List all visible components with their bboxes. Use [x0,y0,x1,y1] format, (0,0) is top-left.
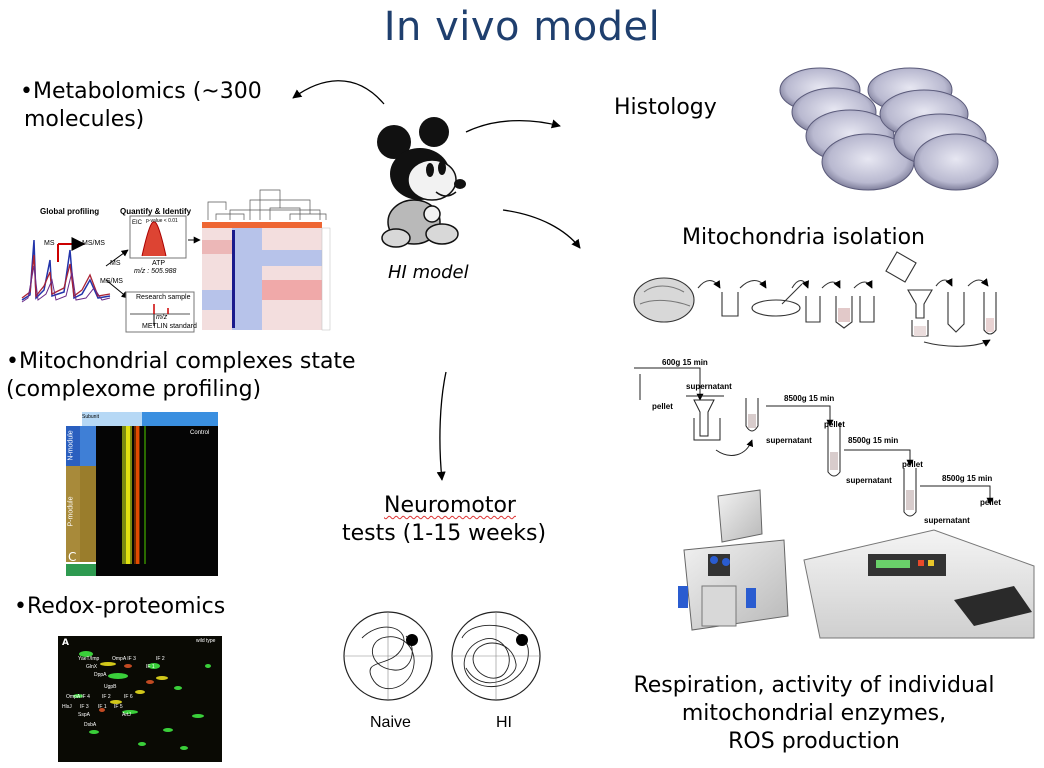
centrifuge-step-2: 8500g 15 min [784,394,835,403]
arrow-to-histology [465,119,561,133]
metabolomics-spectra-plot [21,189,331,333]
supernatant-2: supernatant [766,436,812,445]
supernatant-1: supernatant [686,382,732,391]
gel-spots [73,651,211,750]
supernatant-3: supernatant [846,476,892,485]
complexome-heatmap-figure: Subunit N-module P-module C Control [66,412,222,582]
pellet-4: pellet [980,498,1001,507]
arrow-to-metabolomics [292,80,385,105]
spot-label: IF 2 [156,656,165,662]
metabolite-heatmap [202,222,331,331]
brain-slices-image [779,67,999,191]
spot-label: HlsJ [62,704,72,710]
p-module-label: P-module [67,496,75,527]
mito-isolation-workflow [633,251,997,347]
spot-label: IF 1 [146,664,155,670]
histology-label: Histology [614,95,717,120]
spot-label: ArtJ [122,712,131,718]
neuromotor-line2: tests (1-15 weeks) [341,521,547,546]
pellet-2: pellet [824,420,845,429]
heatmap-dendrogram [207,189,327,220]
spot-label: IF 2 [102,694,111,700]
oxygraph-instrument [678,489,789,631]
centrifuge-step-3: 8500g 15 min [848,436,899,445]
spot-label: IF 1 [98,704,107,710]
maze-hi [451,611,541,701]
arrow-to-neuromotor [436,371,447,481]
hi-model-label: HI model [388,262,469,283]
wild-type-label: wild type [196,638,216,644]
respiration-line3: ROS production [728,729,900,754]
centrifuge-step-4: 8500g 15 min [942,474,993,483]
spot-label: UgpB [104,684,117,690]
spot-label: IF 3 [80,704,89,710]
lab-instruments-image [678,489,1035,639]
redox-label: •Redox-proteomics [14,594,226,619]
spot-label: SspA [78,712,90,718]
maze-label-naive: Naive [370,714,411,731]
baby-mouse-illustration [377,117,466,248]
supernatant-4: supernatant [924,516,970,525]
spot-label: GlnX [86,664,98,670]
respiration-line1: Respiration, activity of individual [633,673,995,698]
maze-label-hi: HI [496,714,512,731]
pvalue-label: p-value < 0.01 [146,218,178,224]
centrifugation-scheme [634,367,994,517]
respiration-line2: mitochondrial enzymes, [681,701,947,726]
pellet-3: pellet [902,460,923,469]
complexes-line2: (complexome profiling) [6,377,262,402]
chromatogram-traces [21,239,111,303]
mz-value-label: m/z : 505.988 [134,268,177,275]
n-module-label: N-module [67,430,75,461]
eic-label: EIC [132,220,143,226]
slide-title: In vivo model [383,4,661,50]
complexes-line1: •Mitochondrial complexes state [6,349,356,374]
gel-panel-label: A [62,638,69,648]
msms-branch-label: MS/MS [100,278,123,285]
spot-label: DsbA [84,722,97,728]
complexome-heatmap-plot [66,412,218,576]
pellet-1: pellet [652,402,673,411]
subunit-label: Subunit [82,414,99,420]
neuromotor-line1: Neuromotor [330,492,570,520]
mz-axis-label: m/z [156,314,168,321]
atp-label: ATP [152,260,166,267]
spot-label: IF 5 [114,704,123,710]
metabolomics-line2: molecules) [24,107,145,132]
spot-label: OmpA IF 3 [112,656,136,662]
c-module-label: C [68,550,77,564]
msms-peak-label: MS/MS [82,240,105,247]
neuromotor-word: Neuromotor [384,493,516,518]
mito-isolation-label: Mitochondria isolation [682,225,925,250]
centrifuge-step-1: 600g 15 min [662,358,708,367]
metlin-standard-label: METLIN standard [142,323,197,330]
global-profiling-label: Global profiling [40,207,100,216]
redox-gel-figure: A wild type YaeT/Imp OmpA IF 3 IF 2 GlnX… [58,636,222,762]
spot-label: DppA [94,672,107,678]
ms-branch-label: MS [110,260,121,267]
quantify-identify-label: Quantify & Identify [120,207,192,216]
spot-label: OmpA IF 4 [66,694,90,700]
spot-label: IF 6 [124,694,133,700]
maze-naive [343,611,433,701]
metabolomics-workflow-figure: Global profiling Quantify & Identify [20,180,331,340]
metabolomics-line1: •Metabolomics (~300 [20,79,262,104]
spot-label: YaeT/Imp [78,656,100,662]
water-maze-trajectories [343,611,541,701]
control-label: Control [190,430,210,436]
ms-peak-label: MS [44,240,55,247]
plate-reader-instrument [803,529,1035,639]
arrow-to-mito-isolation [502,209,581,249]
research-sample-label: Research sample [136,294,191,301]
